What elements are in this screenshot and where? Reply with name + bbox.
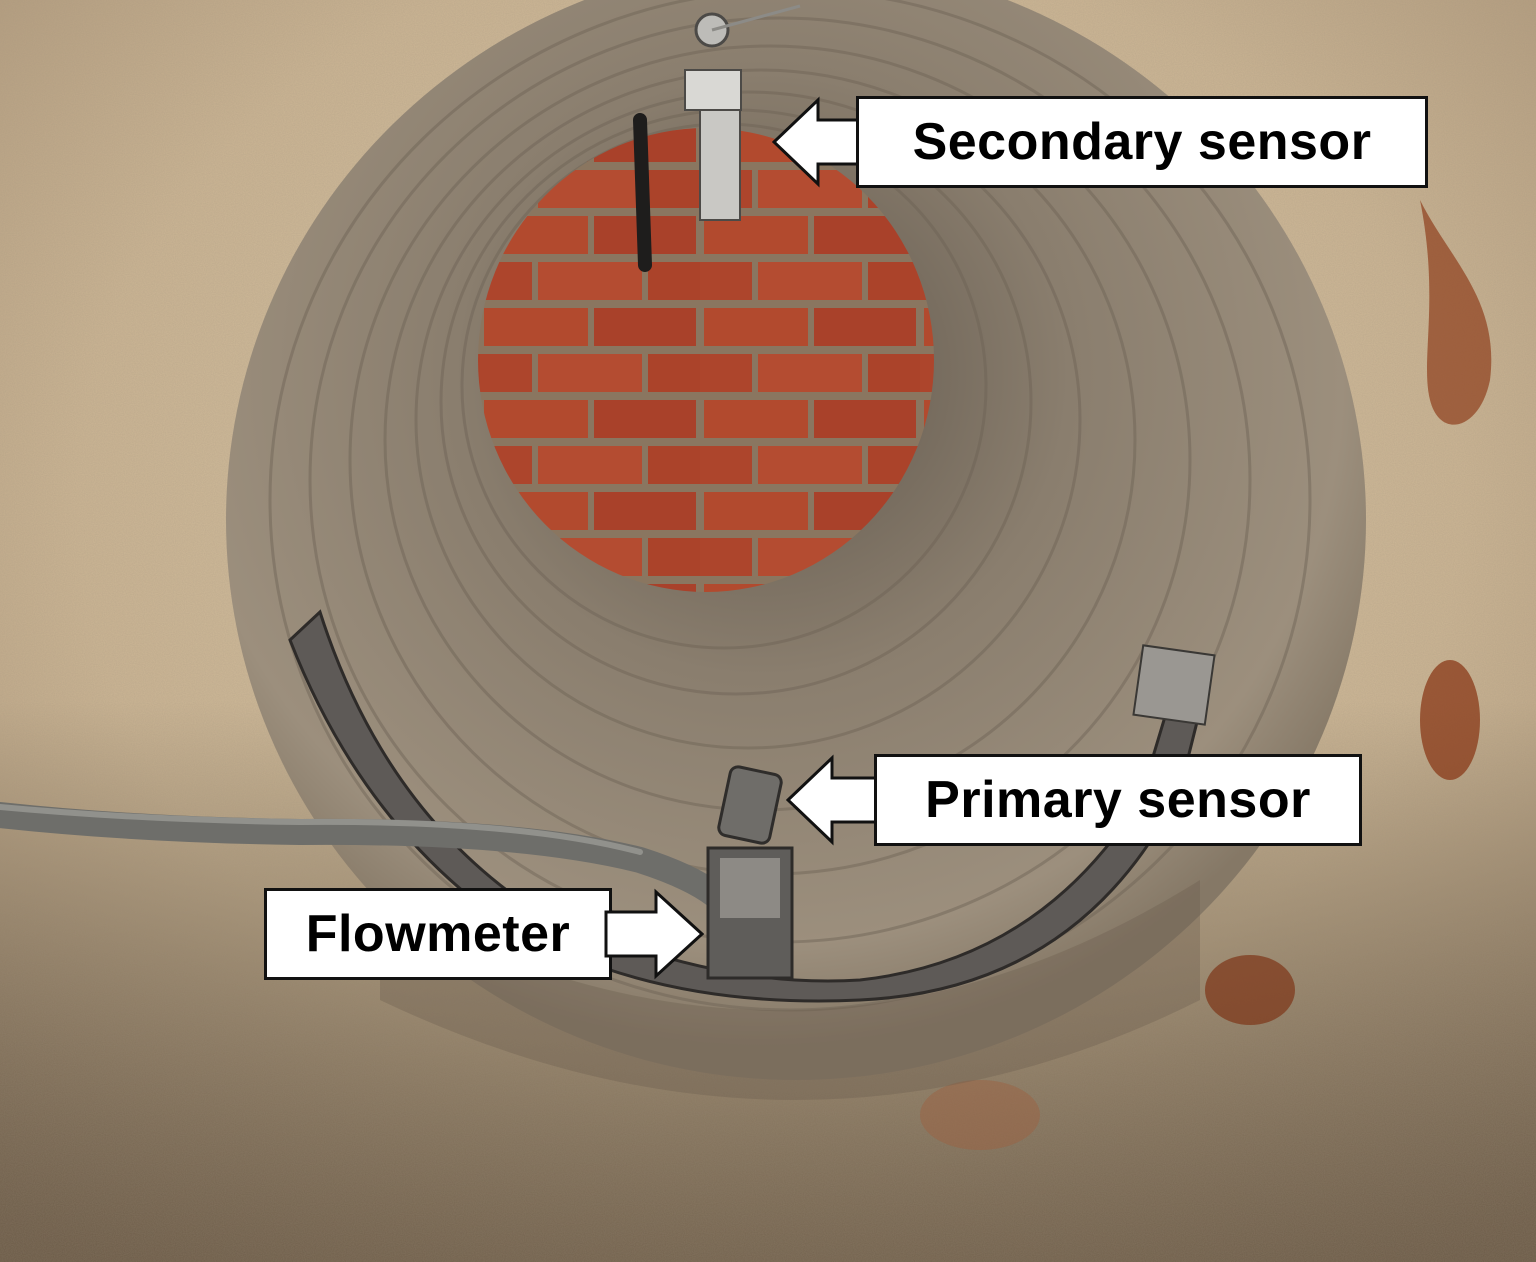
left-arrow-icon [786,754,882,846]
left-arrow-icon [772,96,862,188]
cable [0,802,728,908]
secondary-sensor-label: Secondary sensor [856,96,1428,188]
primary-sensor-label: Primary sensor [874,754,1362,846]
flowmeter-callout: Flowmeter [264,888,704,980]
primary-sensor-callout: Primary sensor [786,754,1362,846]
primary-sensor-body [717,765,783,845]
secondary-sensor-callout: Secondary sensor [772,96,1428,188]
right-arrow-icon [604,888,704,980]
flowmeter-label: Flowmeter [264,888,612,980]
